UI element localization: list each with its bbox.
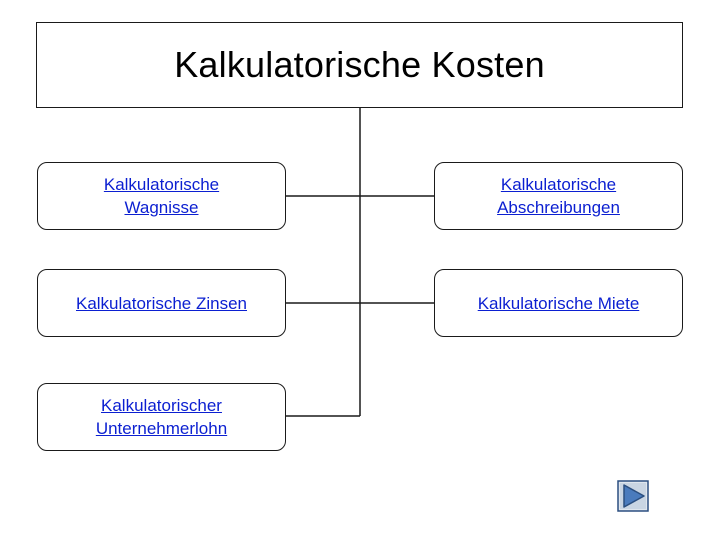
link-unternehmerlohn-line1: Kalkulatorischer [101, 396, 222, 415]
play-next-icon[interactable] [617, 480, 649, 512]
link-abschreibungen[interactable]: Kalkulatorische Abschreibungen [497, 173, 620, 219]
link-abschreibungen-line1: Kalkulatorische [500, 175, 617, 194]
link-unternehmerlohn[interactable]: Kalkulatorischer Unternehmerlohn [96, 394, 227, 440]
node-abschreibungen: Kalkulatorische Abschreibungen [434, 162, 683, 230]
link-zinsen[interactable]: Kalkulatorische Zinsen [75, 293, 248, 313]
title-box: Kalkulatorische Kosten [36, 22, 683, 108]
link-abschreibungen-line2: Abschreibungen [497, 198, 620, 217]
node-miete: Kalkulatorische Miete [434, 269, 683, 337]
node-zinsen: Kalkulatorische Zinsen [37, 269, 286, 337]
link-wagnisse-line1: Kalkulatorische [103, 175, 220, 194]
page-title: Kalkulatorische Kosten [174, 44, 545, 85]
link-unternehmerlohn-line2: Unternehmerlohn [95, 419, 228, 438]
link-wagnisse[interactable]: Kalkulatorische Wagnisse [104, 173, 219, 219]
link-miete[interactable]: Kalkulatorische Miete [477, 293, 640, 313]
node-wagnisse: Kalkulatorische Wagnisse [37, 162, 286, 230]
link-wagnisse-line2: Wagnisse [124, 198, 199, 217]
node-unternehmerlohn: Kalkulatorischer Unternehmerlohn [37, 383, 286, 451]
